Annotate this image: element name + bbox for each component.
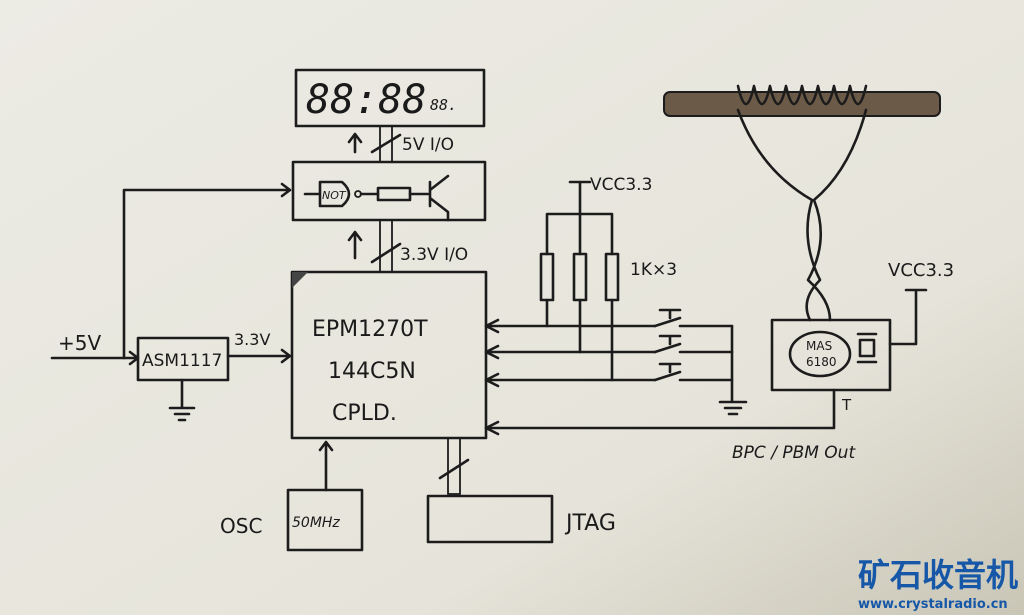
arrow-up-icon [347, 230, 363, 260]
resistor-icon [376, 186, 412, 202]
ground-icon [168, 378, 196, 422]
watermark-url: www.crystalradio.cn [858, 597, 1008, 612]
oscillator-label: OSC [220, 514, 262, 538]
push-buttons [653, 308, 748, 416]
receiver-pin-label: T [841, 396, 852, 414]
watermark-title: 矿石收音机 [858, 556, 1018, 594]
bus-label-3v3: 3.3V I/O [400, 245, 468, 265]
display-digits: 88:88 [306, 77, 426, 123]
oscillator-module [286, 488, 364, 552]
receiver-chip-line2: 6180 [806, 355, 837, 369]
not-gate-label: NOT [322, 189, 347, 202]
coil-icon [736, 84, 868, 106]
oscillator-frequency: 50MHz [292, 515, 340, 531]
ferrite-rod-antenna [663, 91, 941, 117]
cpld-part-number: EPM1270T [312, 317, 428, 342]
arrow-up-icon [347, 132, 363, 154]
jtag-connector [426, 494, 554, 544]
cpld-chip: EPM1270T 144C5N CPLD. [290, 270, 488, 440]
ground-icon [718, 324, 748, 416]
cpld-package: 144C5N [328, 359, 416, 384]
cpld-label: CPLD. [332, 401, 397, 426]
power-input-label: +5V [58, 331, 101, 355]
receiver-output-label: BPC / PBM Out [732, 443, 856, 463]
display-small-digits: 88. [430, 96, 457, 114]
regulator-output-label: 3.3V [234, 330, 270, 349]
vcc-label-pullups: VCC3.3 [590, 175, 652, 195]
regulator-label: ASM1117 [142, 351, 222, 371]
receiver-module: MAS 6180 [770, 318, 892, 392]
seven-segment-display: 88:88 88. [294, 68, 486, 128]
vcc-label-receiver: VCC3.3 [888, 260, 954, 281]
receiver-chip-line1: MAS [806, 339, 832, 353]
transistor-icon [428, 174, 450, 222]
jtag-label: JTAG [564, 511, 616, 536]
bus-label-5v: 5V I/O [402, 135, 454, 155]
resistor-label: 1K×3 [630, 260, 677, 280]
crystal-icon [856, 332, 878, 364]
